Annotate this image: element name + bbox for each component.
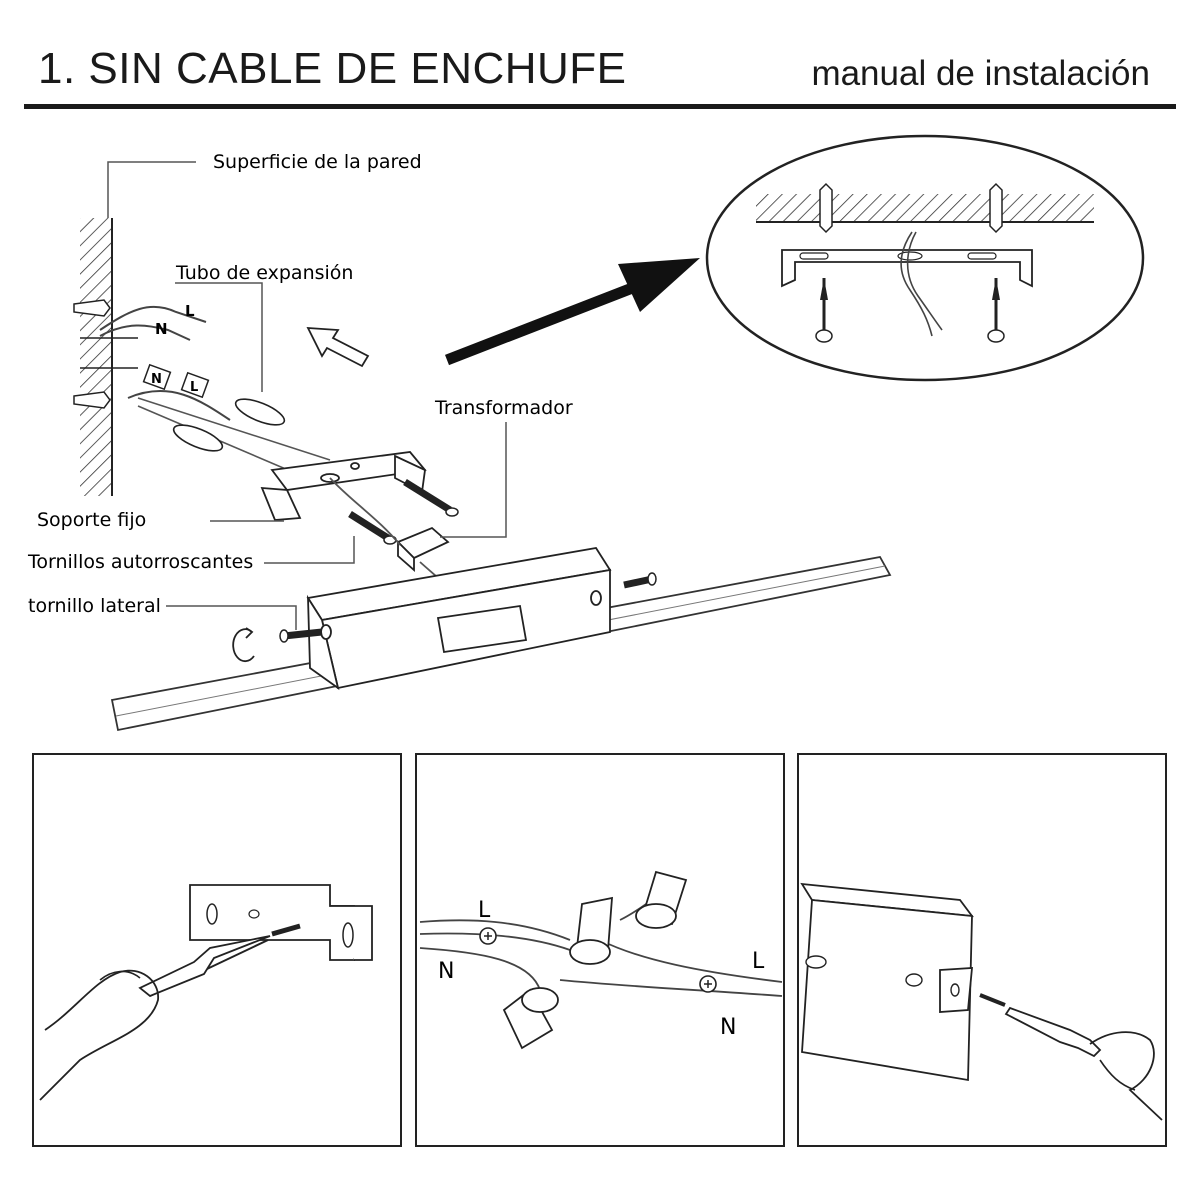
lamp-housing — [306, 547, 612, 691]
svg-text:L: L — [190, 380, 198, 395]
self-tapping-screw-icon — [348, 479, 459, 545]
terminal-tag-n: N — [142, 363, 172, 391]
expansion-tubes — [137, 397, 331, 471]
wall-label-leader — [107, 161, 196, 218]
terminal-tag-l: L — [180, 371, 210, 399]
fixed-bracket-label: Soporte fijo — [37, 509, 146, 531]
transformer — [396, 526, 450, 572]
step-panel-screw-bracket — [32, 753, 402, 1147]
supply-wires — [99, 305, 231, 421]
page-title: 1. SIN CABLE DE ENCHUFE — [38, 44, 627, 93]
live-left-label: L — [478, 898, 491, 923]
live-wire-mark: L — [185, 302, 195, 320]
neutral-left-label: N — [438, 959, 454, 984]
step-panel-wire-connection: L N L N — [415, 753, 785, 1147]
side-screw-label: tornillo lateral — [28, 595, 161, 617]
fixed-bracket — [260, 451, 427, 521]
detail-view — [705, 134, 1145, 382]
wall-anchor-icon — [73, 299, 111, 409]
page-subtitle: manual de instalación — [811, 54, 1150, 93]
detail-arrow-icon — [445, 258, 700, 366]
side-screw-icon — [279, 572, 657, 643]
expansion-tube-leader — [175, 282, 263, 392]
step-panel-side-screw — [797, 753, 1167, 1147]
live-right-label: L — [752, 949, 765, 974]
wall-surface-label: Superficie de la pared — [213, 151, 422, 173]
header-rule — [24, 104, 1176, 109]
expansion-tube-label: Tubo de expansión — [175, 262, 353, 284]
neutral-right-label: N — [720, 1015, 736, 1040]
wire-nut-icon — [502, 870, 688, 1050]
transformer-leader — [440, 422, 507, 538]
self-tapping-screws-label: Tornillos autorroscantes — [27, 551, 253, 573]
rotate-icon — [232, 627, 255, 663]
wall — [80, 218, 138, 496]
svg-text:N: N — [151, 372, 162, 387]
transformer-label: Transformador — [434, 397, 573, 419]
neutral-wire-mark: N — [155, 320, 168, 338]
left-label-leaders — [166, 520, 355, 630]
direction-arrow-icon — [306, 326, 370, 368]
